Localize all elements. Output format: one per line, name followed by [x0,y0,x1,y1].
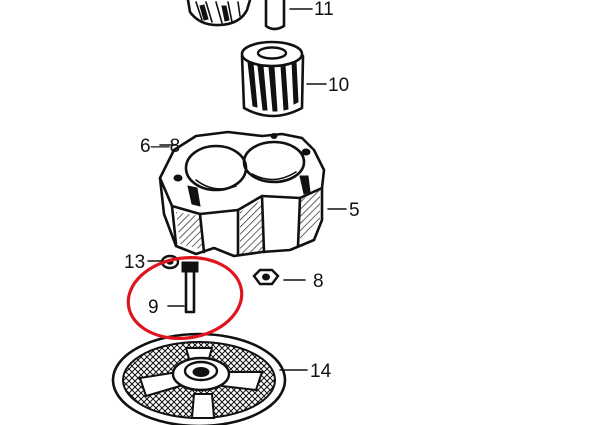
label-5: 5 [349,200,360,221]
label-10: 10 [328,75,349,96]
label-9: 9 [148,297,159,318]
part-8-nut [252,268,306,286]
part-9-bolt [167,261,199,314]
part-5-pump-body [158,130,347,258]
label-8: 8 [313,271,324,292]
part-10-gear [240,40,327,118]
part-11-shaft [264,0,313,31]
upper-gear-part [186,0,252,27]
label-11: 11 [314,0,334,20]
highlight-circle [126,256,244,340]
label-14: 14 [310,361,332,382]
part-14-strainer [111,332,308,425]
label-13: 13 [124,252,145,273]
label-6-8: 6—8 [140,136,180,157]
